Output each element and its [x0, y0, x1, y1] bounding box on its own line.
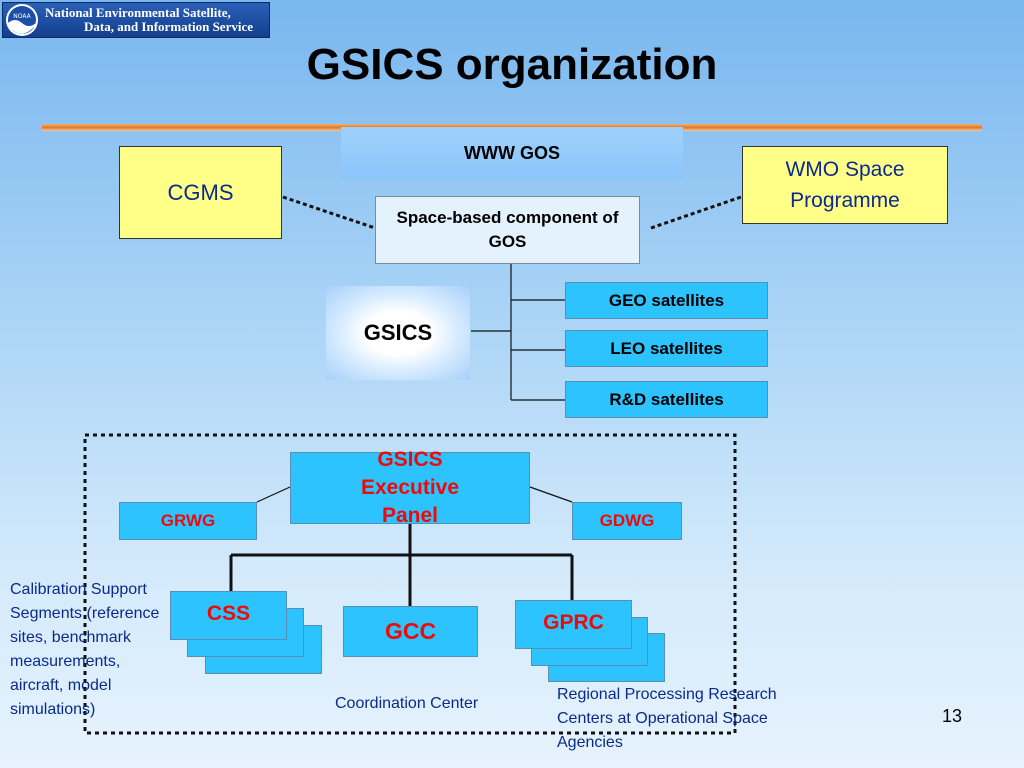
wmo-space-label: WMO Space Programme: [785, 158, 905, 212]
executive-panel-box: GSICS Executive Panel: [290, 448, 530, 527]
rd-satellites-label: R&D satellites: [609, 389, 724, 409]
coordination-center-text: Coordination Center: [335, 695, 479, 712]
cgms-box: CGMS: [119, 146, 282, 239]
gdwg-label: GDWG: [599, 511, 655, 530]
logo-text-line2: Data, and Information Service: [84, 19, 253, 34]
cgms-connector: [282, 195, 376, 230]
www-gos-label: WWW GOS: [464, 142, 560, 163]
geo-satellites-label: GEO satellites: [608, 290, 725, 310]
regional-processing-text: Regional Processing Research Centers at …: [557, 686, 777, 751]
gsics-box: GSICS: [326, 286, 470, 380]
page-number: 13: [941, 706, 962, 726]
wmo-connector: [650, 195, 742, 230]
gprc-box: GPRC: [515, 600, 632, 649]
rd-satellites-box: R&D satellites: [565, 381, 768, 418]
calibration-support-text: Calibration Support Segments (reference …: [10, 581, 160, 718]
executive-panel-label: GSICS Executive Panel: [360, 448, 460, 527]
geo-satellites-box: GEO satellites: [565, 282, 768, 319]
noaa-emblem-icon: NOAA: [6, 4, 38, 36]
nesdis-logo: NOAA National Environmental Satellite, D…: [2, 2, 270, 38]
logo-text-line1: National Environmental Satellite,: [45, 5, 231, 20]
leo-satellites-label: LEO satellites: [610, 338, 723, 358]
gprc-label: GPRC: [543, 611, 604, 634]
gcc-label: GCC: [384, 618, 437, 644]
leo-satellites-box: LEO satellites: [565, 330, 768, 367]
css-label: CSS: [206, 602, 251, 625]
svg-text:NOAA: NOAA: [13, 13, 31, 20]
space-based-box: Space-based component of GOS: [375, 196, 640, 264]
cgms-label: CGMS: [167, 179, 234, 205]
wmo-space-box: WMO Space Programme: [742, 146, 948, 224]
space-based-label: Space-based component of GOS: [396, 208, 619, 251]
www-gos-banner: WWW GOS: [341, 127, 683, 179]
gcc-box: GCC: [343, 606, 478, 657]
gdwg-box: GDWG: [572, 502, 682, 540]
grwg-box: GRWG: [119, 502, 257, 540]
organization-frame: [83, 433, 737, 735]
gdwg-connector: [529, 486, 573, 503]
grwg-connector: [256, 486, 291, 503]
logo-text: National Environmental Satellite, Data, …: [39, 6, 253, 34]
grwg-label: GRWG: [160, 511, 216, 530]
gsics-label: GSICS: [363, 320, 433, 345]
page-title: GSICS organization: [306, 40, 718, 89]
css-box: CSS: [170, 591, 287, 640]
